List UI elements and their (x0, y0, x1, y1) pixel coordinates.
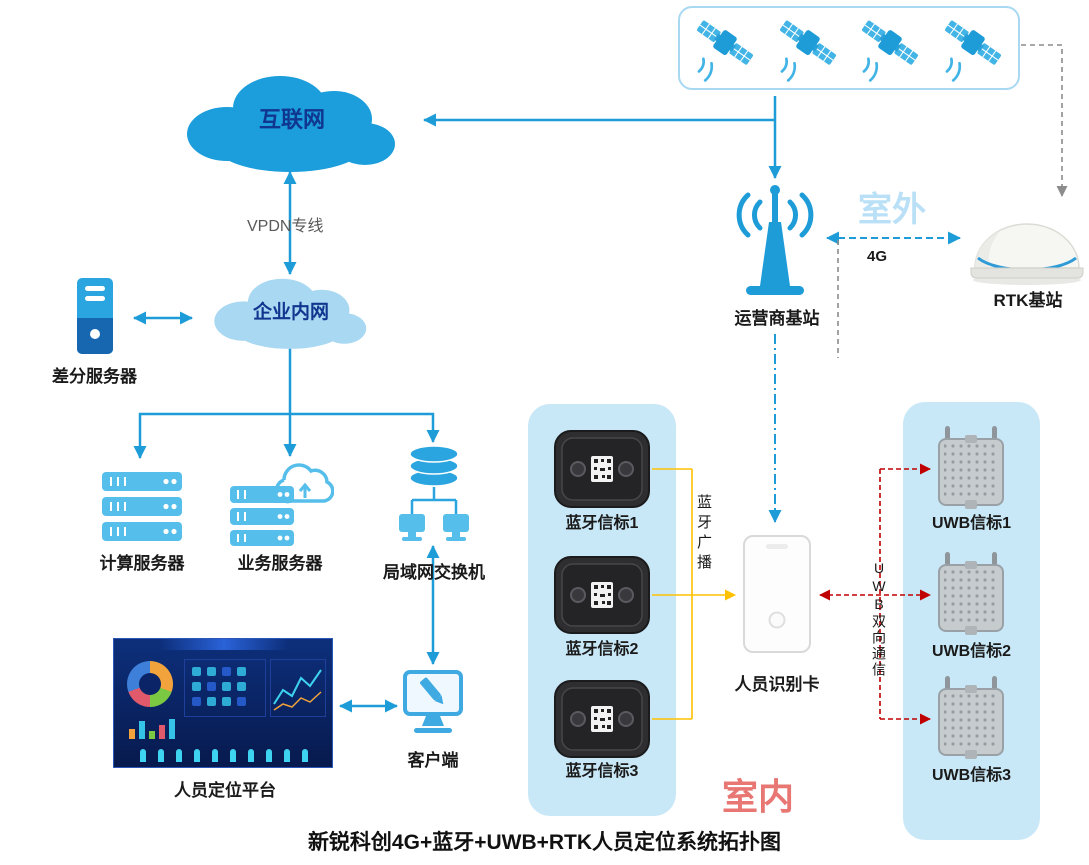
internet-cloud: 互联网 (172, 64, 412, 179)
dashboard-widget-grid (184, 659, 266, 717)
uwb-beacon-icon (933, 676, 1009, 762)
rtk-station-label: RTK基站 (993, 291, 1063, 310)
indoor-zone-label: 室内 (722, 776, 795, 817)
intranet-label: 企业内网 (252, 301, 329, 323)
satellite-box (678, 6, 1020, 90)
satellite-icon (687, 12, 763, 84)
dashboard-header (160, 639, 288, 650)
satellite-icon (852, 12, 928, 84)
dashboard-people-row (122, 747, 326, 762)
diff-server-icon (77, 278, 113, 354)
bt-beacon-label: 蓝牙信标1 (565, 515, 639, 532)
bt-beacon-icon (552, 554, 652, 636)
uwb-beacon-label: UWB信标2 (931, 643, 1012, 660)
rtk-station-icon (970, 223, 1084, 285)
satellite-icon (770, 12, 846, 84)
uwb-beacon-icon (933, 552, 1009, 638)
bt-beacon-icon (552, 428, 652, 510)
4g-link-label: 4G (866, 248, 887, 265)
diff-server-label: 差分服务器 (52, 367, 137, 386)
bt-beacon-icon (552, 678, 652, 760)
bt-broadcast-label: 蓝牙广播 (695, 494, 712, 574)
id-card-label: 人员识别卡 (734, 675, 820, 694)
outdoor-zone-label: 室外 (858, 191, 926, 229)
internet-label: 互联网 (258, 106, 325, 132)
platform-dashboard (113, 638, 333, 768)
intranet-cloud: 企业内网 (192, 270, 390, 354)
compute-server-icon (102, 472, 182, 541)
dashboard-donut-chart (127, 661, 173, 707)
dashboard-bar-chart (129, 715, 175, 739)
carrier-station-label: 运营商基站 (734, 309, 820, 328)
client-label: 客户端 (407, 751, 459, 770)
satellite-icon (935, 12, 1011, 84)
dashboard-line-chart (270, 659, 326, 717)
compute-server-label: 计算服务器 (99, 554, 185, 573)
carrier-station-icon (736, 185, 814, 295)
vpdn-link-label: VPDN专线 (247, 218, 324, 235)
business-server-label: 业务服务器 (237, 554, 323, 573)
client-icon (403, 670, 463, 733)
uwb-beacon-label: UWB信标3 (931, 767, 1012, 784)
link-satellite-rtk (1021, 44, 1068, 197)
platform-label: 人员定位平台 (174, 781, 276, 800)
bt-beacon-label: 蓝牙信标3 (565, 763, 639, 780)
lan-switch-icon (399, 445, 469, 541)
bt-beacon-label: 蓝牙信标2 (565, 641, 639, 658)
link-intranet-switch (290, 412, 440, 443)
uwb-comm-label: UWB双向通信 (871, 560, 887, 678)
id-card-icon (743, 535, 811, 653)
business-server-icon (230, 463, 334, 546)
uwb-beacon-label: UWB信标1 (931, 515, 1012, 532)
lan-switch-label: 局域网交换机 (383, 563, 485, 582)
diagram-title: 新锐科创4G+蓝牙+UWB+RTK人员定位系统拓扑图 (307, 831, 782, 854)
uwb-beacon-icon (933, 426, 1009, 512)
